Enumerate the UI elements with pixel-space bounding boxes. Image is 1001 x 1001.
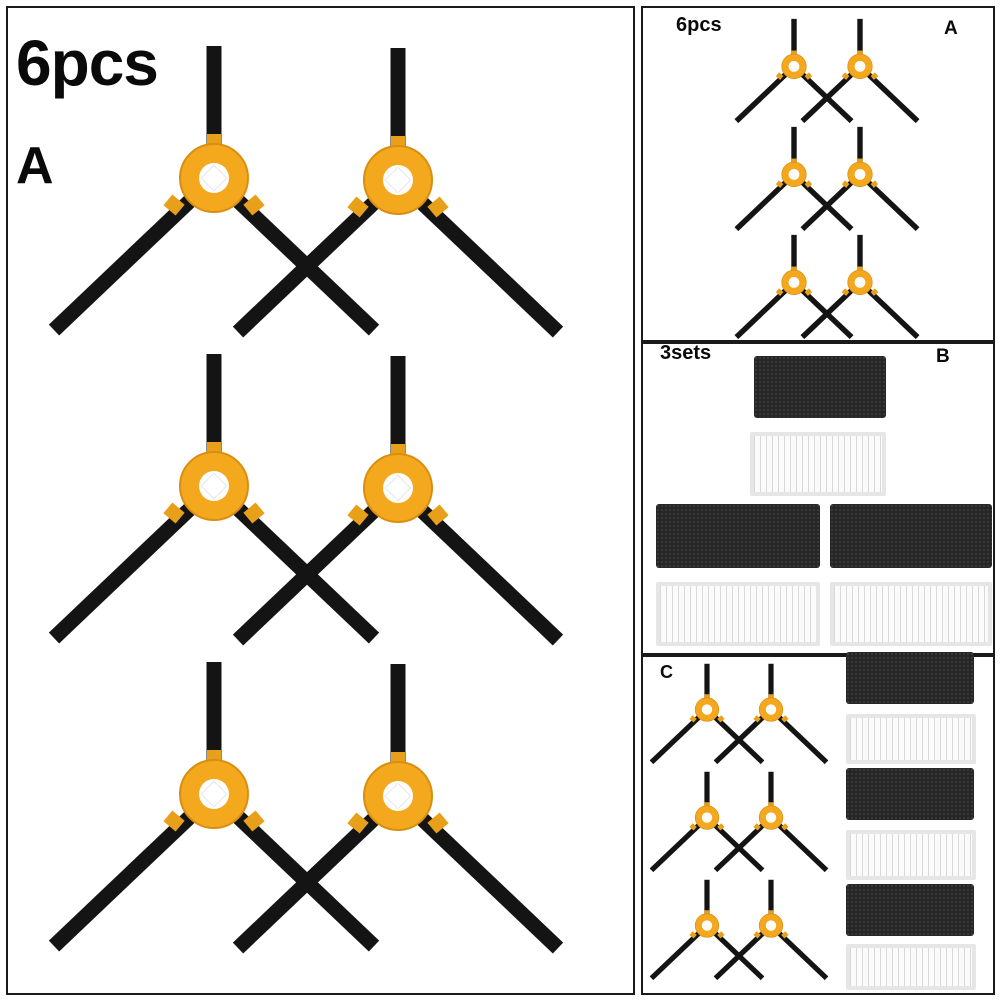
side-panel-a: [641, 6, 995, 342]
panel-b-quantity-label: 3sets: [660, 342, 712, 364]
hepa-filter-icon: [846, 944, 976, 990]
panel-c-set-letter: C: [660, 662, 673, 682]
main-set-letter: A: [16, 137, 54, 195]
side-brush-icon: [228, 40, 568, 340]
hepa-filter-icon: [846, 830, 976, 880]
side-brush-icon: [712, 876, 830, 982]
hepa-filter-icon: [656, 582, 820, 646]
side-brush-icon: [798, 16, 922, 124]
sponge-filter-icon: [830, 504, 992, 568]
main-quantity-label: 6pcs: [16, 27, 159, 99]
panel-b-set-letter: B: [936, 346, 950, 367]
sponge-filter-icon: [846, 884, 974, 936]
side-brush-icon: [798, 232, 922, 340]
sponge-filter-icon: [754, 356, 886, 418]
side-brush-icon: [228, 348, 568, 648]
sponge-filter-icon: [846, 652, 974, 704]
hepa-filter-icon: [830, 582, 992, 646]
side-brush-icon: [228, 656, 568, 956]
sponge-filter-icon: [846, 768, 974, 820]
sponge-filter-icon: [656, 504, 820, 568]
main-product-panel: [6, 6, 635, 995]
panel-a-quantity-label: 6pcs: [676, 14, 722, 36]
panel-a-set-letter: A: [944, 18, 958, 39]
side-brush-icon: [798, 124, 922, 232]
side-brush-icon: [712, 660, 830, 766]
side-brush-icon: [712, 768, 830, 874]
hepa-filter-icon: [750, 432, 886, 496]
hepa-filter-icon: [846, 714, 976, 764]
